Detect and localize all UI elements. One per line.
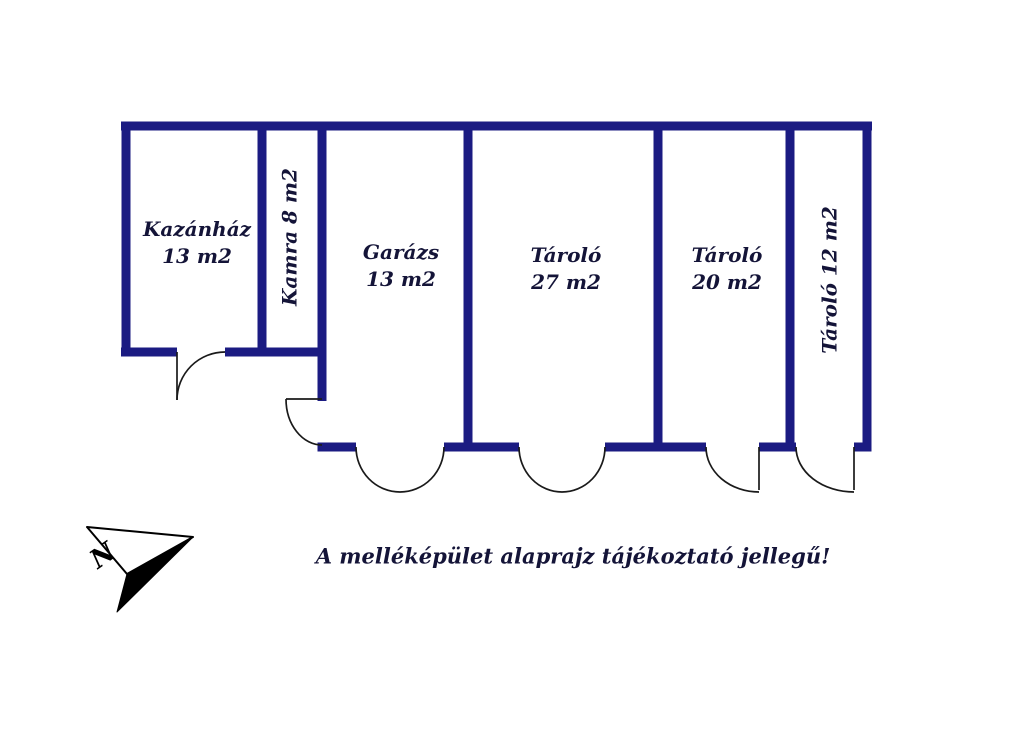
compass [86, 526, 194, 613]
room-name: Tároló [817, 283, 842, 354]
room-area: 13 m2 [366, 267, 436, 291]
room-label-kamra: Kamra 8 m2 [277, 168, 304, 306]
room-name: Kazánház [142, 217, 252, 241]
walls [121, 121, 872, 452]
door-tarolo27-arc-left [518, 446, 563, 493]
disclaimer-caption: A melléképület alaprajz tájékoztató jell… [315, 543, 831, 569]
room-area: 12 m2 [817, 206, 842, 277]
room-label-tarolo-20: Tároló 20 m2 [692, 242, 763, 296]
room-label-tarolo-12: Tároló 12 m2 [817, 206, 844, 354]
room-label-garazs: Garázs 13 m2 [363, 239, 439, 293]
door-garazs-arc-right [399, 446, 445, 493]
room-name: Kamra [277, 230, 302, 306]
room-name: Garázs [362, 240, 440, 264]
room-label-tarolo-27: Tároló 27 m2 [531, 242, 602, 296]
room-name: Tároló [530, 243, 602, 267]
room-label-kazanhaz: Kazánház 13 m2 [143, 216, 251, 270]
door-tarolo27-arc-right [561, 446, 606, 493]
door-kamra-arc [285, 398, 323, 446]
room-area: 20 m2 [692, 270, 762, 294]
compass-arrow-solid [116, 536, 194, 613]
door-garazs-arc-left [355, 446, 401, 493]
room-area: 13 m2 [162, 244, 232, 268]
room-area: 27 m2 [531, 270, 601, 294]
door-tarolo12-arc [795, 446, 855, 493]
door-kazanhaz-arc [176, 351, 226, 401]
room-area: 8 m2 [277, 168, 302, 224]
door-tarolo20-arc [705, 446, 760, 493]
room-name: Tároló [691, 243, 763, 267]
doors [176, 351, 855, 493]
